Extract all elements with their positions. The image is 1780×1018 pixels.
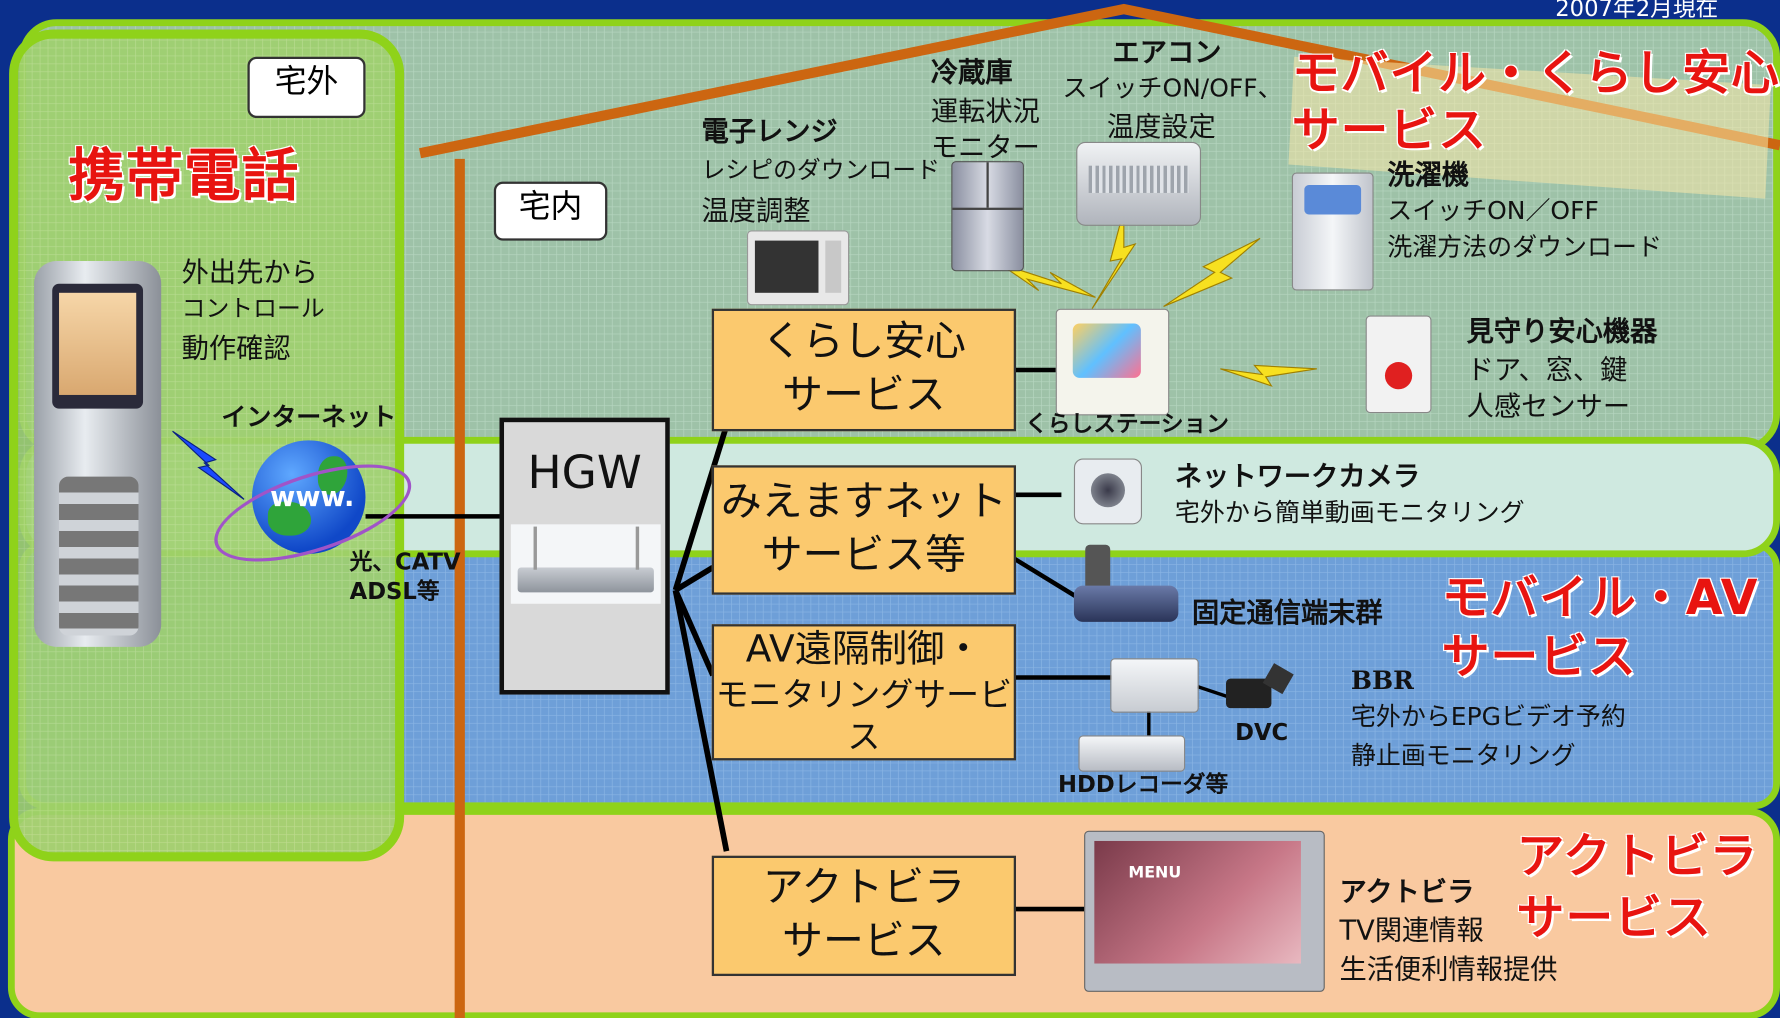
link-hgw-svc1 — [672, 424, 730, 591]
mobile-line-1: 外出先から — [181, 256, 318, 289]
fridge-line-1: 運転状況 — [930, 95, 1040, 128]
aircon-line-1: スイッチON/OFF、 — [1062, 74, 1283, 104]
watch-line-2: 人感センサー — [1466, 390, 1631, 423]
station-image — [1055, 308, 1170, 416]
bbr-line-2: 静止画モニタリング — [1350, 742, 1576, 771]
hgw-label: HGW — [527, 447, 642, 500]
bbr-image — [1110, 658, 1199, 713]
bolt-mobile — [172, 430, 245, 500]
phone-name: 固定通信端末群 — [1191, 596, 1383, 629]
service-av: AV遠隔制御・ モニタリングサービス — [711, 624, 1017, 761]
mobile-av-title-1: モバイル・AV — [1441, 569, 1759, 626]
mobile-life-title-1: モバイル・くらし安心 — [1291, 45, 1780, 102]
internet-globe-text: www. — [270, 481, 355, 513]
microwave-image — [746, 230, 850, 306]
bolt-fridge — [998, 262, 1096, 298]
mobile-phone-image — [34, 261, 162, 647]
microwave-line-2: 温度調整 — [701, 195, 811, 227]
date-stamp: 2007年2月現在 — [1555, 0, 1719, 22]
tv-line-1: TV関連情報 — [1339, 914, 1484, 947]
mobile-life-title-2: サービス — [1291, 102, 1488, 158]
internet-globe-icon — [252, 440, 366, 554]
service-kurashi: くらし安心 サービス — [711, 308, 1017, 432]
aircon-line-2: 温度設定 — [1106, 111, 1216, 143]
outside-tag: 宅外 — [247, 56, 366, 119]
service-actvila: アクトビラ サービス — [711, 855, 1017, 977]
service-av-line-1: AV遠隔制御・ — [745, 626, 982, 671]
line-type-2: ADSL等 — [349, 577, 440, 605]
bbr-line-1: 宅外からEPGビデオ予約 — [1350, 703, 1626, 733]
fridge-name: 冷蔵庫 — [930, 56, 1013, 89]
tv-name: アクトビラ — [1339, 876, 1475, 908]
mobile-line-3: 動作確認 — [181, 332, 291, 365]
phone-image — [1073, 544, 1179, 624]
link-hgw-svc3 — [672, 589, 716, 677]
watch-name: 見守り安心機器 — [1466, 315, 1658, 348]
microwave-name: 電子レンジ — [701, 115, 838, 148]
mobile-av-title-2: サービス — [1441, 628, 1637, 685]
title-highlight — [1288, 56, 1771, 199]
tv-screen-text: MENU — [1128, 863, 1182, 882]
camera-line-1: 宅外から簡単動画モニタリング — [1174, 499, 1525, 528]
microwave-line-1: レシピのダウンロード — [701, 156, 940, 184]
router-image — [510, 524, 661, 604]
service-actvila-line-1: アクトビラ — [762, 865, 966, 912]
zone-outside — [9, 29, 405, 862]
tv-line-2: 生活便利情報提供 — [1339, 953, 1558, 986]
mobile-line-2: コントロール — [181, 295, 325, 323]
mobile-title: 携帯電話 — [68, 142, 300, 209]
hgw-box: HGW — [499, 417, 670, 695]
actvila-title-2: サービス — [1516, 889, 1712, 946]
station-name: くらしステーション — [1025, 409, 1229, 437]
bolt-washer — [1163, 237, 1261, 307]
tv-image: MENU — [1084, 830, 1325, 992]
dvc-image — [1226, 663, 1294, 712]
watch-line-1: ドア、窓、鍵 — [1466, 354, 1628, 386]
link-svc2-phone — [1012, 556, 1086, 604]
service-kurashi-line-1: くらし安心 — [761, 319, 967, 366]
service-miemasu: みえますネット サービス等 — [711, 465, 1017, 595]
camera-name: ネットワークカメラ — [1174, 460, 1421, 493]
internet-label: インターネット — [221, 404, 397, 433]
line-type-1: 光、CATV — [349, 548, 461, 576]
washer-line-1: スイッチON／OFF — [1387, 197, 1599, 226]
service-miemasu-line-2: サービス等 — [761, 532, 967, 579]
camera-image — [1073, 458, 1143, 525]
actvila-title-1: アクトビラ — [1516, 828, 1759, 885]
inside-tag: 宅内 — [493, 181, 608, 241]
service-miemasu-line-1: みえますネット — [720, 479, 1007, 526]
hdd-image — [1078, 735, 1186, 772]
aircon-name: エアコン — [1112, 36, 1222, 69]
service-actvila-line-2: サービス — [782, 918, 946, 965]
watch-device-image — [1365, 315, 1432, 414]
bolt-watch — [1220, 364, 1317, 387]
washer-image — [1291, 172, 1374, 291]
link-hgw-svc4 — [672, 589, 730, 852]
washer-name: 洗濯機 — [1387, 158, 1469, 191]
dvc-name: DVC — [1235, 718, 1289, 746]
fridge-line-2: モニター — [930, 131, 1040, 164]
link-hgw-svc2 — [673, 565, 715, 593]
aircon-image — [1076, 141, 1202, 226]
service-kurashi-line-2: サービス — [782, 372, 946, 419]
bbr-name: BBR — [1350, 666, 1414, 696]
fridge-image — [951, 161, 1024, 272]
hdd-name: HDDレコーダ等 — [1058, 770, 1229, 798]
washer-line-2: 洗濯方法のダウンロード — [1387, 233, 1662, 263]
service-av-line-2: モニタリングサービス — [715, 674, 1013, 757]
